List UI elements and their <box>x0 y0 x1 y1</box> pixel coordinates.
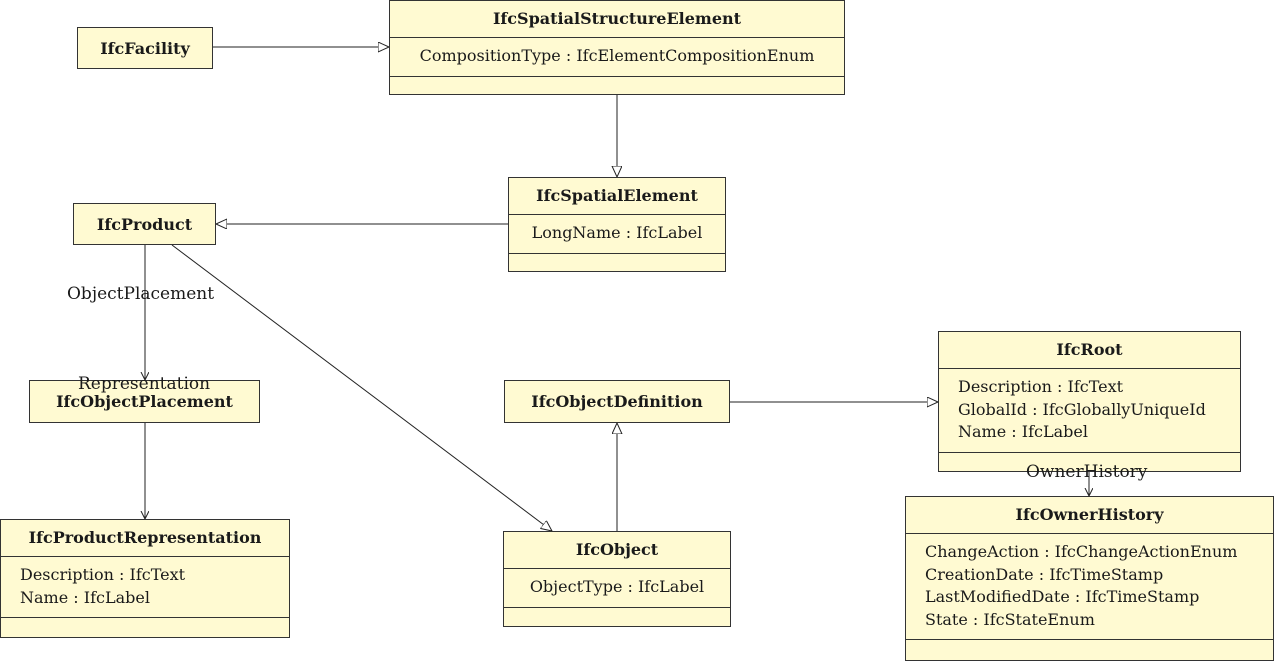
label-owner-history: OwnerHistory <box>1026 462 1148 482</box>
class-name: IfcObjectDefinition <box>531 392 703 411</box>
class-name: IfcObjectPlacement <box>56 392 233 411</box>
class-attributes: Description : IfcText Name : IfcLabel <box>1 557 289 618</box>
attribute: LongName : IfcLabel <box>531 223 703 242</box>
class-ifc-object-definition[interactable]: IfcObjectDefinition <box>504 380 730 423</box>
class-name: IfcProduct <box>96 214 193 234</box>
attribute: CreationDate : IfcTimeStamp <box>925 564 1164 584</box>
attribute: Name : IfcLabel <box>20 587 150 607</box>
class-name: IfcSpatialStructureElement <box>390 1 844 38</box>
class-ifc-product-representation[interactable]: IfcProductRepresentation Description : I… <box>0 519 290 638</box>
attribute: Description : IfcText <box>958 377 1124 396</box>
class-ifc-object[interactable]: IfcObject ObjectType : IfcLabel <box>503 531 731 627</box>
class-ifc-spatial-element[interactable]: IfcSpatialElement LongName : IfcLabel <box>508 177 726 272</box>
class-name: IfcFacility <box>100 38 190 58</box>
attribute: LastModifiedDate : IfcTimeStamp <box>925 587 1200 606</box>
attribute: Description : IfcText <box>20 565 186 584</box>
attribute: CompositionType : IfcElementCompositionE… <box>419 46 815 65</box>
class-name: IfcOwnerHistory <box>906 497 1273 534</box>
class-attributes: ObjectType : IfcLabel <box>504 569 730 608</box>
attribute: ChangeAction : IfcChangeActionEnum <box>925 542 1238 561</box>
class-ifc-object-placement[interactable]: IfcObjectPlacement <box>29 380 260 423</box>
class-attributes: CompositionType : IfcElementCompositionE… <box>390 38 844 77</box>
attribute: Name : IfcLabel <box>958 422 1088 441</box>
class-attributes: Description : IfcText GlobalId : IfcGlob… <box>939 369 1240 453</box>
class-ifc-spatial-structure-element[interactable]: IfcSpatialStructureElement CompositionTy… <box>389 0 845 95</box>
class-ifc-root[interactable]: IfcRoot Description : IfcText GlobalId :… <box>938 331 1241 472</box>
class-name: IfcObject <box>504 532 730 569</box>
edge-product-to-object <box>171 244 552 531</box>
attribute: GlobalId : IfcGloballyUniqueId <box>958 399 1206 419</box>
class-attributes: ChangeAction : IfcChangeActionEnum Creat… <box>906 534 1273 640</box>
class-ifc-product[interactable]: IfcProduct <box>73 203 216 245</box>
attribute: ObjectType : IfcLabel <box>529 577 705 596</box>
class-ifc-facility[interactable]: IfcFacility <box>77 27 213 69</box>
label-object-placement: ObjectPlacement <box>67 284 215 304</box>
attribute: State : IfcStateEnum <box>925 609 1095 629</box>
class-attributes: LongName : IfcLabel <box>509 215 725 254</box>
class-name: IfcRoot <box>939 332 1240 369</box>
class-name: IfcSpatialElement <box>509 178 725 215</box>
label-representation: Representation <box>78 374 211 394</box>
class-name: IfcProductRepresentation <box>1 520 289 557</box>
class-ifc-owner-history[interactable]: IfcOwnerHistory ChangeAction : IfcChange… <box>905 496 1274 661</box>
